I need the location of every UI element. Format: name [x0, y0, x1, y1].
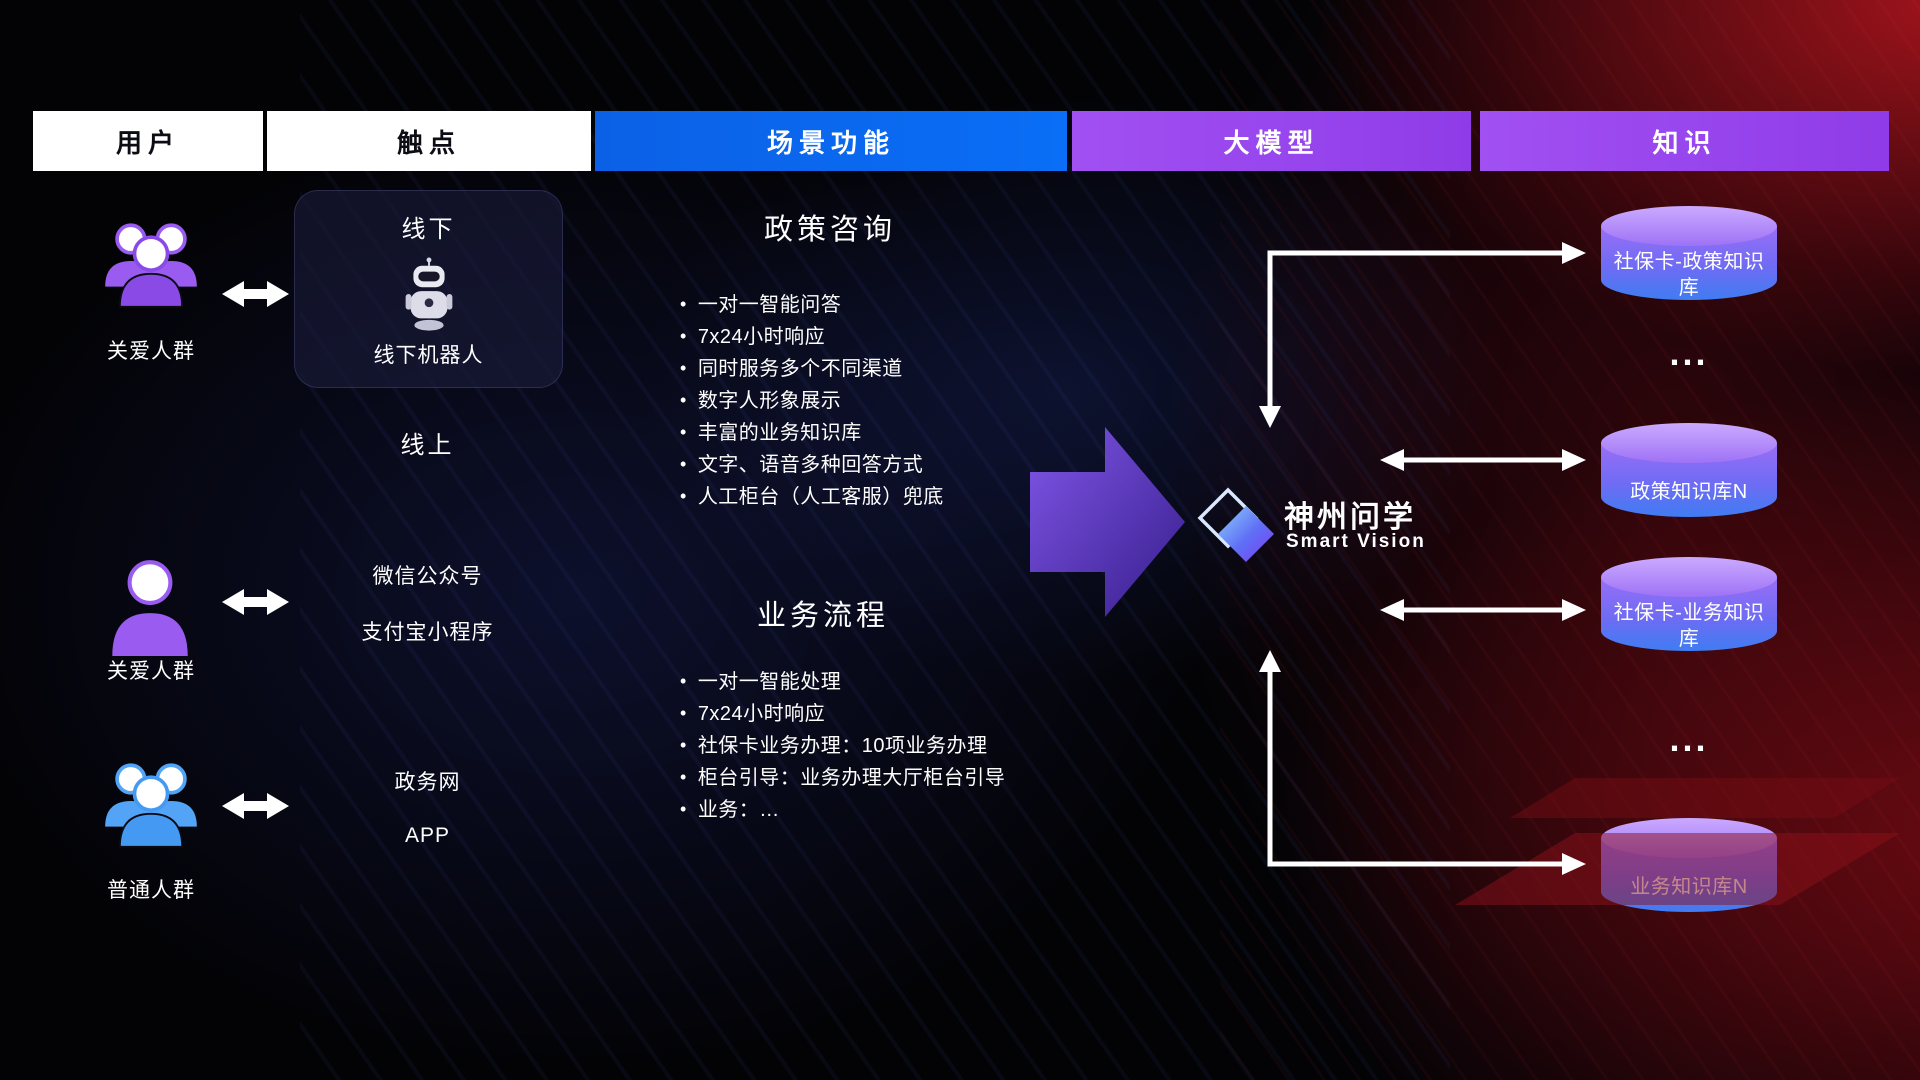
arrowhead-right	[1562, 449, 1586, 471]
scenario-title-business: 业务流程	[756, 600, 889, 632]
list-item: 人工柜台（人工客服）兜底	[680, 481, 944, 513]
header-large-model: 大模型	[1072, 111, 1471, 171]
offline-robot-label: 线下机器人	[373, 344, 484, 367]
arrowhead-left	[1380, 449, 1404, 471]
knowledge-db-label: 政策知识库N	[1630, 481, 1748, 504]
touchpoint-alipay-miniapp: 支付宝小程序	[361, 621, 494, 644]
touchpoint-app: APP	[404, 824, 451, 847]
list-item: 一对一智能处理	[680, 666, 1005, 698]
header-users: 用户	[33, 111, 263, 171]
database-icon-top	[1601, 423, 1777, 463]
model-knowledge-connector-bottom	[1267, 668, 1564, 867]
scenario-business-list: 一对一智能处理 7x24小时响应 社保卡业务办理：10项业务办理 柜台引导：业务…	[680, 666, 1005, 826]
list-item: 业务：…	[680, 794, 1005, 826]
robot-icon	[405, 257, 452, 331]
list-item: 同时服务多个不同渠道	[680, 353, 944, 385]
arrowhead-up	[1259, 650, 1281, 672]
knowledge-db-policy-n: 政策知识库N	[1601, 423, 1777, 537]
header-touchpoints: 触点	[267, 111, 591, 171]
arrowhead-down	[1259, 406, 1281, 428]
smart-vision-diamond-logo-icon	[1197, 487, 1274, 562]
touchpoint-gov-web: 政务网	[394, 771, 461, 794]
offline-touchpoint-card: 线下 线下机器人	[294, 190, 563, 388]
list-item: 社保卡业务办理：10项业务办理	[680, 730, 1005, 762]
ellipsis-more-business: ...	[1669, 718, 1709, 759]
knowledge-db-label: 社保卡-政策知识库	[1613, 251, 1765, 299]
knowledge-db-business-n: 业务知识库N	[1601, 818, 1777, 932]
scenario-policy-list: 一对一智能问答 7x24小时响应 同时服务多个不同渠道 数字人形象展示 丰富的业…	[680, 289, 944, 513]
knowledge-db-label: 业务知识库N	[1630, 876, 1748, 899]
model-subtitle: Smart Vision	[1286, 531, 1426, 552]
list-item: 7x24小时响应	[680, 698, 1005, 730]
arrowhead-right	[1562, 599, 1586, 621]
list-item: 文字、语音多种回答方式	[680, 449, 944, 481]
scenario-title-policy: 政策咨询	[763, 214, 896, 246]
user-touchpoint-arrow	[222, 793, 289, 819]
arrowhead-left	[1380, 599, 1404, 621]
list-item: 一对一智能问答	[680, 289, 944, 321]
user-group-label: 关爱人群	[107, 340, 195, 363]
touchpoint-wechat: 微信公众号	[372, 565, 483, 588]
user-group-label: 普通人群	[107, 879, 195, 902]
group-people-purple-icon	[105, 223, 197, 308]
header-scenario-functions: 场景功能	[595, 111, 1067, 171]
knowledge-db-business-ssc: 社保卡-业务知识库	[1601, 557, 1777, 671]
user-touchpoint-arrow	[222, 589, 289, 615]
list-item: 柜台引导：业务办理大厅柜台引导	[680, 762, 1005, 794]
list-item: 7x24小时响应	[680, 321, 944, 353]
user-group-label: 关爱人群	[107, 660, 195, 683]
arrowhead-right	[1562, 853, 1586, 875]
header-knowledge: 知识	[1480, 111, 1889, 171]
group-people-blue-icon	[105, 763, 197, 848]
offline-title: 线下	[401, 216, 456, 243]
knowledge-db-policy-ssc: 社保卡-政策知识库	[1601, 206, 1777, 320]
user-touchpoint-arrow	[222, 281, 289, 307]
list-item: 数字人形象展示	[680, 385, 944, 417]
database-icon-top	[1601, 557, 1777, 597]
model-name: 神州问学	[1284, 501, 1416, 534]
list-item: 丰富的业务知识库	[680, 417, 944, 449]
knowledge-db-label: 社保卡-业务知识库	[1613, 602, 1765, 650]
flow-arrow-to-model	[1030, 427, 1185, 617]
single-person-purple-icon	[112, 560, 188, 656]
model-knowledge-connector-top	[1267, 250, 1564, 410]
arrowhead-right	[1562, 242, 1586, 264]
database-icon-top	[1601, 206, 1777, 246]
online-title: 线上	[400, 432, 455, 459]
ellipsis-more-policy: ...	[1669, 332, 1709, 373]
